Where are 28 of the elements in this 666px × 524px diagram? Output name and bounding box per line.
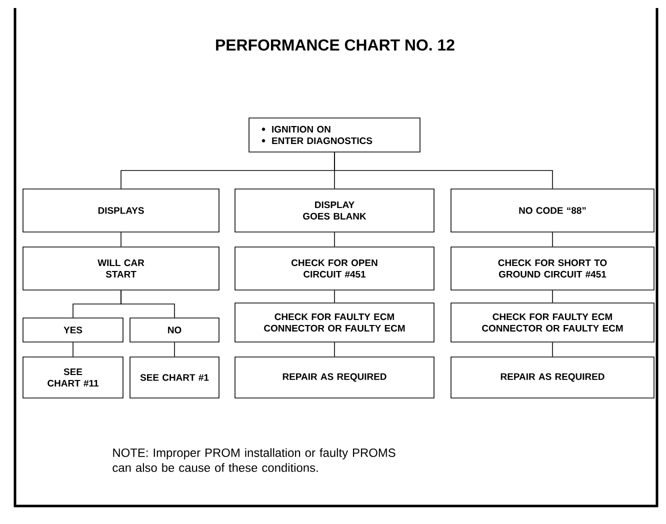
- connector-line: [552, 232, 553, 247]
- step-box: YES: [22, 318, 124, 342]
- step-box: REPAIR AS REQUIRED: [450, 356, 654, 398]
- step-box: CHECK FOR SHORT TO GROUND CIRCUIT #451: [450, 246, 654, 290]
- step-box: SEE CHART #11: [22, 356, 124, 398]
- connector-line: [334, 290, 335, 303]
- connector-line: [552, 342, 553, 357]
- note-text: NOTE: Improper PROM installation or faulty PROMS can also be cause of these conditions.: [112, 448, 396, 472]
- start-box: IGNITION ON ENTER DIAGNOSTICS: [248, 118, 420, 152]
- step-box: DISPLAY GOES BLANK: [234, 188, 434, 232]
- step-box: CHECK FOR FAULTY ECM CONNECTOR OR FAULTY ECM: [450, 302, 654, 342]
- connector-line: [174, 342, 175, 357]
- chart-title: PERFORMANCE CHART NO. 12: [216, 39, 454, 51]
- step-box: CHECK FOR FAULTY ECM CONNECTOR OR FAULTY ECM: [234, 302, 434, 342]
- connector-line: [120, 290, 175, 318]
- step-box: CHECK FOR OPEN CIRCUIT #451: [234, 246, 434, 290]
- step-box: DISPLAYS: [22, 188, 220, 232]
- step-box: WILL CAR START: [22, 246, 220, 290]
- step-box: NO: [130, 318, 220, 342]
- connector-line: [552, 290, 553, 303]
- connector-line: [72, 342, 74, 357]
- step-box: REPAIR AS REQUIRED: [234, 356, 434, 398]
- connector-line: [120, 232, 122, 247]
- connector-line: [334, 342, 335, 357]
- connector-line: [334, 232, 335, 247]
- step-box: SEE CHART #1: [130, 356, 220, 398]
- step-box: NO CODE “88”: [450, 188, 654, 232]
- connector-line: [334, 152, 553, 189]
